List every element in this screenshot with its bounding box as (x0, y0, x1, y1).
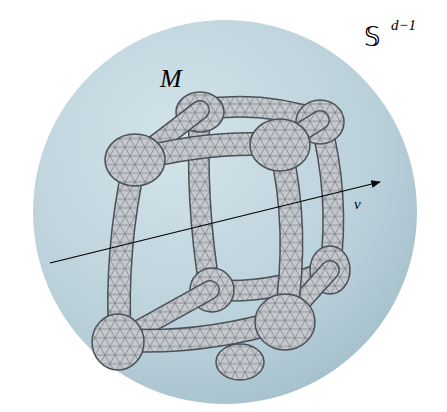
direction-arrow (50, 182, 380, 263)
manifold-label: M (160, 66, 182, 92)
sphere (33, 20, 417, 404)
sphere-label: 𝕊 (364, 24, 381, 50)
mesh-surface (92, 92, 350, 380)
sphere-exponent: d−1 (391, 18, 416, 33)
vector-label: v (354, 197, 361, 212)
